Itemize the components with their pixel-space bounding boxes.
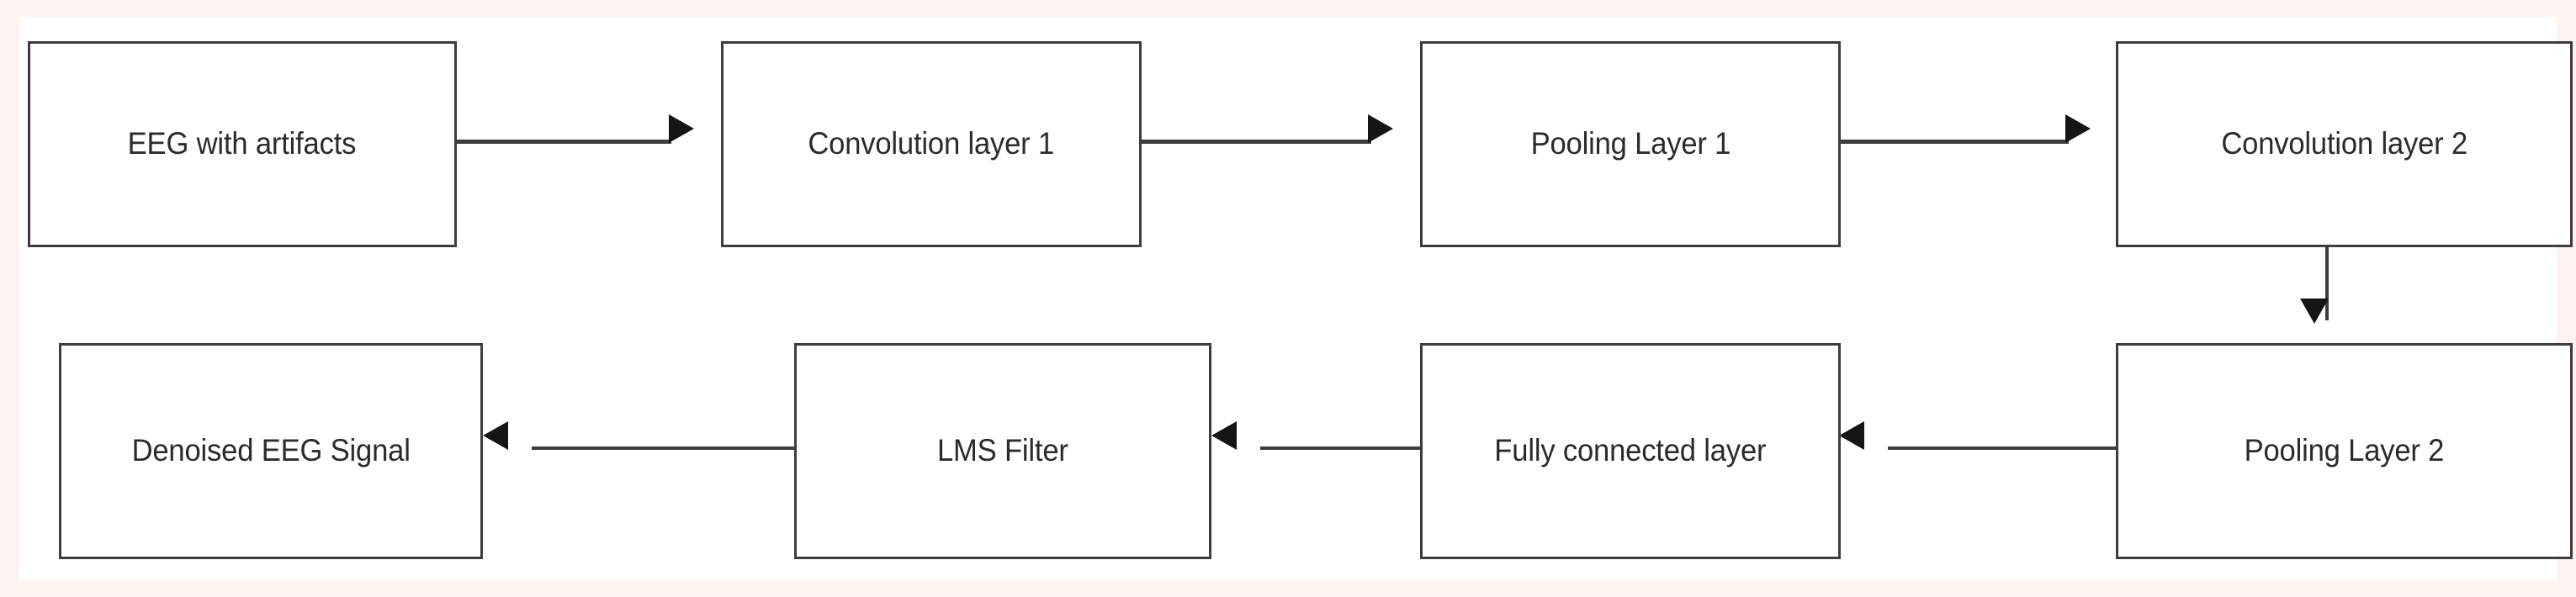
arrowhead-fc-to-lms <box>1211 420 1237 450</box>
node-label-fully-connected-layer: Fully connected layer <box>1494 433 1767 468</box>
arrowhead-eeg-to-conv1 <box>668 114 694 144</box>
node-convolution-layer-2[interactable]: Convolution layer 2 <box>2116 41 2573 247</box>
node-label-convolution-layer-1: Convolution layer 1 <box>808 126 1054 161</box>
arrowhead-lms-to-denoised <box>482 420 508 450</box>
arrowhead-conv2-to-pool2 <box>2300 298 2330 324</box>
connector-pool2-to-fc <box>1888 446 2120 451</box>
connector-conv2-to-pool2 <box>2324 246 2330 320</box>
node-label-pooling-layer-1: Pooling Layer 1 <box>1530 126 1731 161</box>
node-pooling-layer-2[interactable]: Pooling Layer 2 <box>2116 343 2573 559</box>
connector-lms-to-denoised <box>531 446 798 451</box>
node-label-convolution-layer-2: Convolution layer 2 <box>2221 126 2468 161</box>
node-convolution-layer-1[interactable]: Convolution layer 1 <box>720 41 1142 247</box>
node-eeg-with-artifacts[interactable]: EEG with artifacts <box>27 41 457 247</box>
node-label-eeg-with-artifacts: EEG with artifacts <box>127 126 357 161</box>
node-fully-connected-layer[interactable]: Fully connected layer <box>1419 343 1841 559</box>
node-denoised-eeg-signal[interactable]: Denoised EEG Signal <box>58 343 483 559</box>
node-label-pooling-layer-2: Pooling Layer 2 <box>2244 433 2445 468</box>
connector-conv1-to-pool1 <box>1141 139 1371 144</box>
arrowhead-pool2-to-fc <box>1839 420 1865 450</box>
arrowhead-conv1-to-pool1 <box>1367 114 1393 144</box>
arrowhead-pool1-to-conv2 <box>2065 114 2091 144</box>
connector-pool1-to-conv2 <box>1840 139 2070 144</box>
node-label-denoised-eeg-signal: Denoised EEG Signal <box>131 433 411 468</box>
node-label-lms-filter: LMS Filter <box>936 433 1068 468</box>
connector-eeg-to-conv1 <box>456 139 672 144</box>
node-pooling-layer-1[interactable]: Pooling Layer 1 <box>1419 41 1841 247</box>
connector-fc-to-lms <box>1260 446 1423 451</box>
node-lms-filter[interactable]: LMS Filter <box>793 343 1211 559</box>
